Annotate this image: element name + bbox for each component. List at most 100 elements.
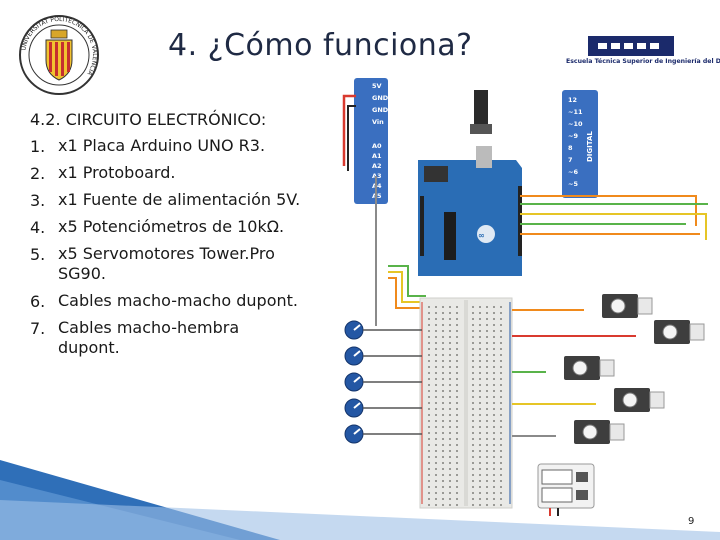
breadboard-hole (472, 354, 474, 356)
breadboard-hole (456, 360, 458, 362)
breadboard-hole (486, 468, 488, 470)
breadboard-hole (493, 432, 495, 434)
breadboard-hole (442, 402, 444, 404)
breadboard-hole (500, 360, 502, 362)
breadboard-hole (449, 354, 451, 356)
breadboard-hole (472, 306, 474, 308)
breadboard-hole (428, 480, 430, 482)
breadboard-hole (486, 348, 488, 350)
breadboard-hole (442, 438, 444, 440)
breadboard-hole (435, 432, 437, 434)
breadboard-hole (435, 486, 437, 488)
breadboard-hole (449, 342, 451, 344)
potentiometer-icon (344, 320, 422, 340)
servo-motor-icon (512, 294, 653, 318)
breadboard-hole (472, 426, 474, 428)
breadboard-hole (500, 498, 502, 500)
breadboard-hole (486, 414, 488, 416)
breadboard-hole (456, 318, 458, 320)
breadboard-hole (472, 438, 474, 440)
breadboard-hole (493, 480, 495, 482)
breadboard-hole (486, 450, 488, 452)
breadboard-hole (442, 498, 444, 500)
breadboard-hole (479, 480, 481, 482)
breadboard-hole (486, 420, 488, 422)
breadboard-hole (456, 330, 458, 332)
breadboard-hole (500, 426, 502, 428)
breadboard-hole (479, 306, 481, 308)
breadboard-hole (472, 444, 474, 446)
breadboard-hole (449, 414, 451, 416)
breadboard-hole (442, 462, 444, 464)
breadboard-hole (456, 492, 458, 494)
breadboard-hole (486, 402, 488, 404)
breadboard-hole (472, 474, 474, 476)
slide-title: 4. ¿Cómo funciona? (168, 28, 473, 63)
breadboard-hole (435, 384, 437, 386)
breadboard-hole (486, 372, 488, 374)
power-jack (474, 90, 488, 126)
breadboard-hole (449, 492, 451, 494)
breadboard-hole (472, 450, 474, 452)
breadboard-hole (435, 342, 437, 344)
digital-pin-label: ~10 (568, 120, 583, 128)
breadboard-hole (500, 492, 502, 494)
breadboard-hole (500, 396, 502, 398)
breadboard-hole (500, 342, 502, 344)
breadboard-hole (493, 342, 495, 344)
breadboard-hole (435, 390, 437, 392)
breadboard-hole (428, 420, 430, 422)
list-item: 1.x1 Placa Arduino UNO R3. (30, 136, 266, 156)
breadboard-hole (428, 318, 430, 320)
breadboard-hole (486, 438, 488, 440)
breadboard-hole (442, 390, 444, 392)
breadboard-hole (479, 324, 481, 326)
breadboard-hole (486, 426, 488, 428)
breadboard-hole (479, 456, 481, 458)
breadboard-hole (472, 360, 474, 362)
breadboard-hole (449, 366, 451, 368)
breadboard-hole (449, 348, 451, 350)
breadboard-hole (449, 324, 451, 326)
breadboard-hole (428, 504, 430, 506)
breadboard-hole (449, 426, 451, 428)
digital-label: DIGITAL (586, 131, 594, 162)
breadboard-hole (449, 468, 451, 470)
breadboard-hole (456, 426, 458, 428)
breadboard-hole (449, 330, 451, 332)
breadboard-hole (456, 324, 458, 326)
breadboard-hole (456, 420, 458, 422)
breadboard-hole (500, 324, 502, 326)
breadboard-hole (472, 504, 474, 506)
breadboard-hole (493, 462, 495, 464)
breadboard-hole (500, 486, 502, 488)
digital-pin-label: ~9 (568, 132, 578, 140)
breadboard-hole (486, 318, 488, 320)
breadboard-hole (428, 474, 430, 476)
breadboard-hole (493, 378, 495, 380)
breadboard-hole (500, 474, 502, 476)
analog-header (354, 138, 388, 204)
power-pin-label: GND (372, 106, 389, 114)
digital-pin-label: 7 (568, 156, 573, 164)
breadboard-hole (435, 366, 437, 368)
breadboard-hole (479, 420, 481, 422)
breadboard-hole (472, 384, 474, 386)
breadboard-hole (442, 396, 444, 398)
breadboard-hole (472, 414, 474, 416)
breadboard-hole (500, 312, 502, 314)
breadboard-hole (442, 324, 444, 326)
breadboard-hole (449, 312, 451, 314)
breadboard-hole (449, 318, 451, 320)
digital-pin-label: 8 (568, 144, 573, 152)
breadboard-hole (428, 492, 430, 494)
breadboard-hole (500, 420, 502, 422)
breadboard-hole (442, 384, 444, 386)
breadboard-hole (493, 474, 495, 476)
breadboard-hole (435, 462, 437, 464)
breadboard-hole (479, 486, 481, 488)
breadboard-hole (493, 318, 495, 320)
breadboard-hole (449, 378, 451, 380)
breadboard-hole (435, 378, 437, 380)
analog-pin-label: A2 (372, 162, 382, 170)
